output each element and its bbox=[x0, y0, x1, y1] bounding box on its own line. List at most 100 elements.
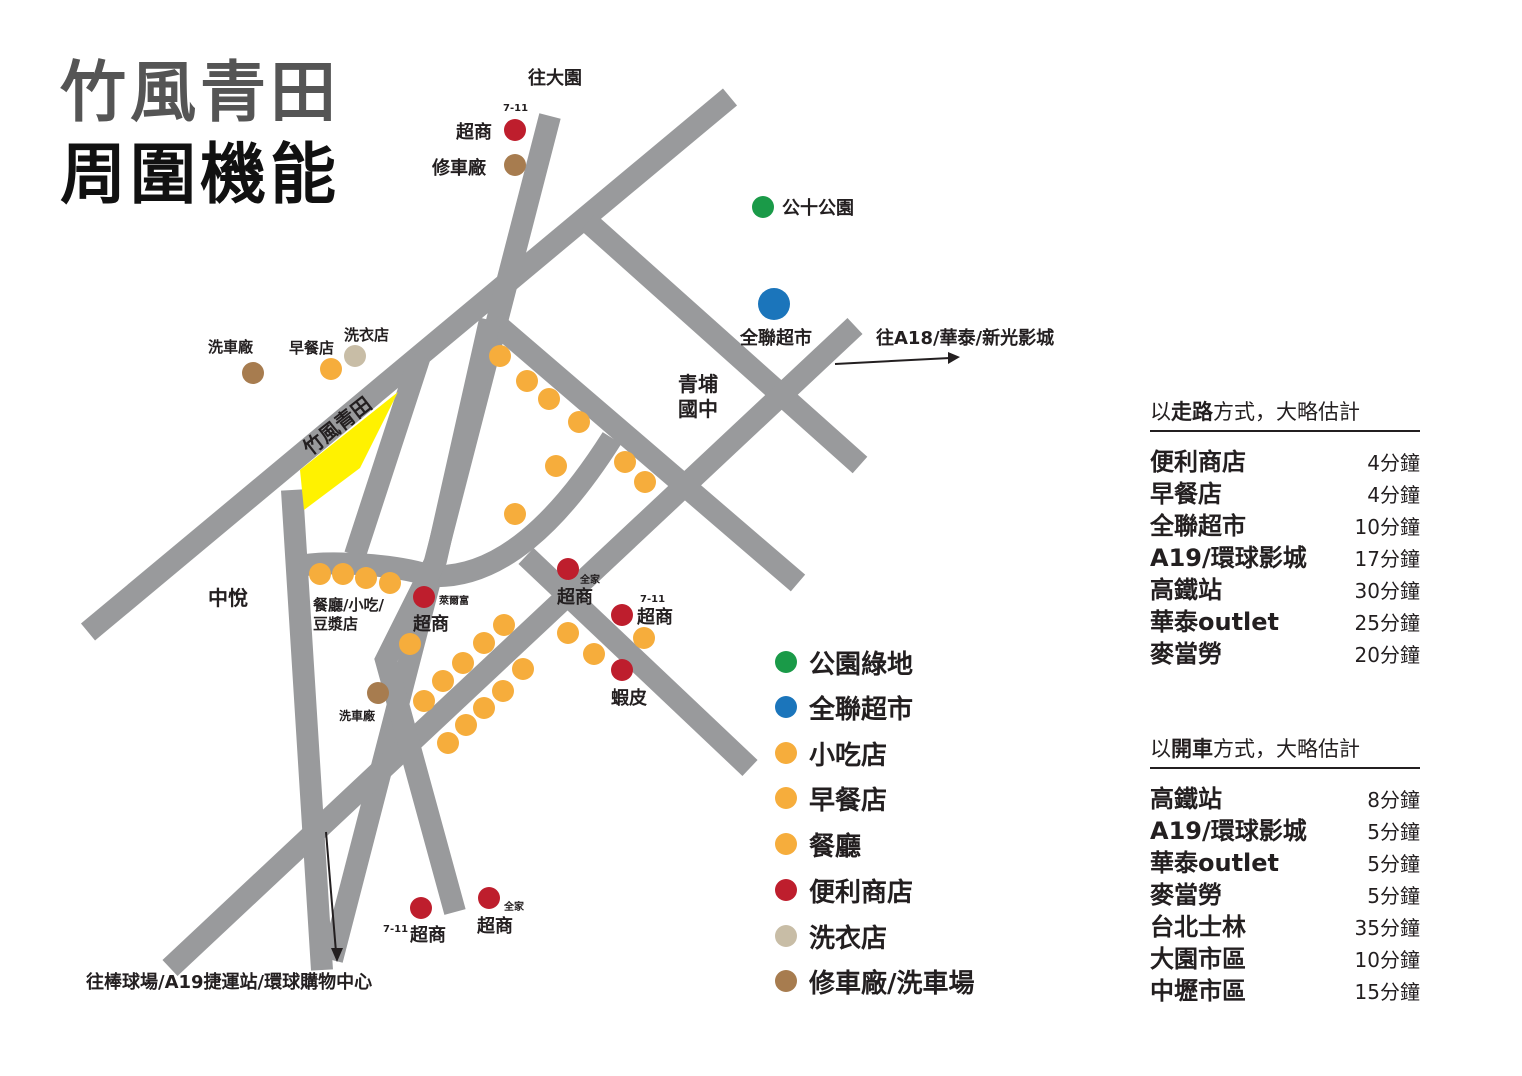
walk-row: 華泰outlet 25分鐘 bbox=[1150, 602, 1420, 636]
legend-dot bbox=[775, 970, 797, 992]
arrow-south-head bbox=[331, 948, 343, 962]
food-dot bbox=[538, 388, 560, 410]
walk-head-pre: 以 bbox=[1150, 400, 1171, 424]
familymart-south-brand: 全家 bbox=[504, 902, 524, 913]
walk-name: 高鐵站 bbox=[1150, 576, 1222, 604]
legend-label: 小吃店 bbox=[809, 740, 888, 771]
nw-laundry-label: 洗衣店 bbox=[344, 326, 390, 344]
road-west-curve bbox=[374, 317, 501, 915]
food-dot bbox=[379, 572, 401, 594]
legend-label: 洗衣店 bbox=[809, 923, 888, 954]
legend-label: 餐廳 bbox=[809, 831, 862, 862]
sw-wash-label: 洗車廠 bbox=[339, 709, 376, 723]
label-park: 公十公園 bbox=[782, 198, 854, 219]
drive-head-bold: 開車 bbox=[1171, 737, 1213, 761]
food-dot bbox=[492, 680, 514, 702]
legend-item: 小吃店 bbox=[775, 733, 887, 773]
walk-name: 華泰outlet bbox=[1150, 608, 1280, 636]
walk-panel-heading: 以走路方式，大略估計 bbox=[1150, 396, 1420, 432]
legend-label: 修車廠/洗車場 bbox=[809, 968, 975, 999]
title-line-1: 竹風青田 bbox=[60, 53, 340, 131]
nw-wash-label: 洗車廠 bbox=[208, 338, 254, 356]
drive-time: 5分鐘 bbox=[1367, 852, 1420, 876]
seven-south-brand: 7-11 bbox=[383, 924, 409, 935]
title-line-2: 周圍機能 bbox=[60, 135, 340, 213]
legend-item: 便利商店 bbox=[775, 870, 913, 910]
food-dot bbox=[583, 643, 605, 665]
familymart-mid-icon bbox=[557, 558, 579, 580]
food-dot bbox=[634, 471, 656, 493]
food-dot bbox=[489, 345, 511, 367]
legend-item: 餐廳 bbox=[775, 824, 861, 864]
drive-time: 8分鐘 bbox=[1367, 788, 1420, 812]
walk-head-bold: 走路 bbox=[1171, 400, 1213, 424]
food-dot bbox=[512, 658, 534, 680]
food-dot bbox=[504, 503, 526, 525]
shopee-label: 蝦皮 bbox=[611, 688, 647, 709]
label-to-dayuan: 往大園 bbox=[528, 68, 582, 89]
hilife-label: 超商 bbox=[413, 614, 449, 635]
walk-row: 早餐店 4分鐘 bbox=[1150, 474, 1420, 508]
walk-time: 25分鐘 bbox=[1354, 611, 1420, 635]
food-dot bbox=[452, 652, 474, 674]
arrow-east-line bbox=[834, 357, 951, 365]
food-dot bbox=[545, 455, 567, 477]
legend-label: 全聯超市 bbox=[809, 694, 914, 725]
food-dot bbox=[557, 622, 579, 644]
north-store-label: 超商 bbox=[456, 122, 492, 143]
park-icon bbox=[752, 196, 774, 218]
walk-name: 便利商店 bbox=[1150, 448, 1246, 476]
nw-laundry-icon bbox=[344, 345, 366, 367]
drive-time: 5分鐘 bbox=[1367, 820, 1420, 844]
food-dot bbox=[332, 563, 354, 585]
walk-name: A19/環球影城 bbox=[1150, 544, 1307, 572]
nw-breakfast-icon bbox=[320, 358, 342, 380]
hilife-brand: 萊爾富 bbox=[439, 596, 469, 607]
north-repair-label: 修車廠 bbox=[432, 158, 486, 179]
seven-mid-label: 超商 bbox=[637, 607, 673, 628]
seven-south-label: 超商 bbox=[410, 925, 446, 946]
food-dot bbox=[493, 614, 515, 636]
nw-breakfast-label: 早餐店 bbox=[289, 339, 335, 357]
shopee-icon bbox=[611, 659, 633, 681]
food-dot bbox=[568, 411, 590, 433]
label-to-a18: 往A18/華泰/新光影城 bbox=[876, 328, 1055, 349]
walk-head-post: 方式，大略估計 bbox=[1213, 400, 1360, 424]
seven-mid-brand: 7-11 bbox=[640, 594, 666, 605]
legend-dot bbox=[775, 879, 797, 901]
drive-name: A19/環球影城 bbox=[1150, 817, 1307, 845]
food-dot bbox=[309, 563, 331, 585]
food-label-2: 豆漿店 bbox=[313, 615, 359, 633]
legend-dot bbox=[775, 696, 797, 718]
walk-name: 早餐店 bbox=[1150, 480, 1222, 508]
road-small-vertical bbox=[344, 352, 431, 559]
seven-south-icon bbox=[410, 897, 432, 919]
food-dot bbox=[432, 670, 454, 692]
legend-item: 公園綠地 bbox=[775, 642, 913, 682]
drive-row: A19/環球影城 5分鐘 bbox=[1150, 811, 1420, 845]
familymart-south-icon bbox=[478, 887, 500, 909]
drive-name: 中壢市區 bbox=[1150, 977, 1246, 1005]
road-sw-diagonal bbox=[518, 548, 758, 776]
road-south-diagonal bbox=[162, 317, 863, 977]
drive-head-pre: 以 bbox=[1150, 737, 1171, 761]
walk-time: 4分鐘 bbox=[1367, 483, 1420, 507]
food-dot bbox=[614, 451, 636, 473]
drive-time: 5分鐘 bbox=[1367, 884, 1420, 908]
legend-dot bbox=[775, 651, 797, 673]
walk-row: 全聯超市 10分鐘 bbox=[1150, 506, 1420, 540]
legend-item: 早餐店 bbox=[775, 778, 887, 818]
walk-time: 10分鐘 bbox=[1354, 515, 1420, 539]
food-dot bbox=[473, 632, 495, 654]
familymart-south-label: 超商 bbox=[477, 916, 513, 937]
drive-time: 15分鐘 bbox=[1354, 980, 1420, 1004]
supermarket-icon bbox=[758, 288, 790, 320]
road-west-vertical bbox=[281, 489, 333, 971]
walk-name: 全聯超市 bbox=[1150, 512, 1246, 540]
